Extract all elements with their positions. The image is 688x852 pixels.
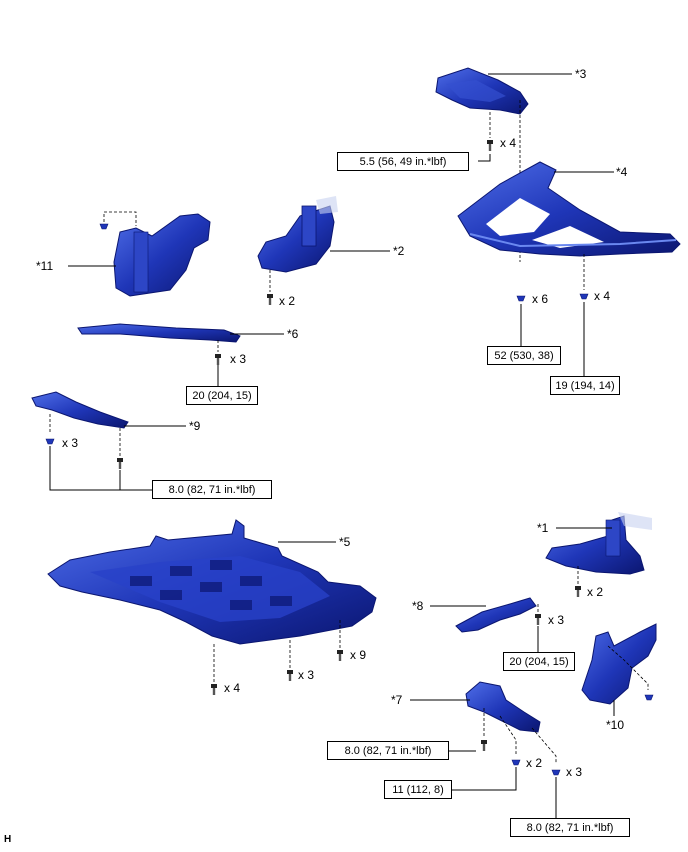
- torque-spec-box: 19 (194, 14): [550, 376, 620, 395]
- part-11-shape: [113, 213, 211, 297]
- part-label-11: *11: [36, 259, 54, 273]
- torque-spec-box: 8.0 (82, 71 in.*lbf): [327, 741, 449, 760]
- bolt-icon: [487, 140, 493, 151]
- quantity-label: x 3: [62, 436, 79, 450]
- nut-icon: [511, 759, 521, 766]
- part-label-8: *8: [412, 599, 424, 613]
- quantity-label: x 2: [279, 294, 296, 308]
- quantity-label: x 6: [532, 292, 549, 306]
- part-label-6: *6: [287, 327, 299, 341]
- quantity-label: x 4: [224, 681, 241, 695]
- clip-icon: [579, 293, 589, 300]
- torque-spec-box: 52 (530, 38): [487, 346, 561, 365]
- bolt-icon: [267, 294, 273, 305]
- part-5-shape: [47, 519, 377, 645]
- part-label-7: *7: [391, 693, 403, 707]
- bolt-icon: [337, 650, 343, 661]
- clip-icon: [644, 694, 654, 701]
- part-label-2: *2: [393, 244, 405, 258]
- bolt-icon: [215, 354, 221, 365]
- part-10-shape: [581, 623, 657, 705]
- quantity-label: x 3: [566, 765, 583, 779]
- torque-spec-box: 20 (204, 15): [503, 652, 575, 671]
- bolt-icon: [516, 295, 526, 302]
- bolt-icon: [117, 458, 123, 469]
- part-4-shape: [457, 161, 681, 257]
- quantity-label: x 2: [587, 585, 604, 599]
- part-6-shape: [77, 323, 241, 343]
- clip-icon: [99, 223, 109, 230]
- part-label-3: *3: [575, 67, 587, 81]
- part-1-shape: [545, 512, 652, 575]
- part-label-5: *5: [339, 535, 351, 549]
- quantity-label: x 3: [298, 668, 315, 682]
- part-label-10: *10: [606, 718, 625, 732]
- part-8-shape: [455, 597, 537, 633]
- torque-spec-box: 20 (204, 15): [186, 386, 258, 405]
- part-7-shape: [465, 681, 541, 733]
- clip-icon: [551, 769, 561, 776]
- quantity-label: x 3: [548, 613, 565, 627]
- bolt-icon: [535, 614, 541, 625]
- bolt-icon: [575, 586, 581, 597]
- quantity-label: x 2: [526, 756, 543, 770]
- part-label-1: *1: [537, 521, 549, 535]
- bolt-icon: [211, 684, 217, 695]
- part-2-shape: [257, 196, 338, 273]
- clip-icon: [45, 438, 55, 445]
- quantity-label: x 9: [350, 648, 367, 662]
- part-9-shape: [31, 391, 129, 429]
- torque-spec-box: 5.5 (56, 49 in.*lbf): [337, 152, 469, 171]
- bolt-icon: [287, 670, 293, 681]
- figure-code: H: [4, 834, 12, 845]
- part-3-shape: [435, 67, 529, 115]
- quantity-label: x 4: [500, 136, 517, 150]
- quantity-label: x 3: [230, 352, 247, 366]
- bolt-icon: [481, 740, 487, 751]
- torque-spec-box: 11 (112, 8): [384, 780, 452, 799]
- part-label-4: *4: [616, 165, 628, 179]
- part-label-9: *9: [189, 419, 201, 433]
- quantity-label: x 4: [594, 289, 611, 303]
- torque-spec-box: 8.0 (82, 71 in.*lbf): [510, 818, 630, 837]
- torque-spec-box: 8.0 (82, 71 in.*lbf): [152, 480, 272, 499]
